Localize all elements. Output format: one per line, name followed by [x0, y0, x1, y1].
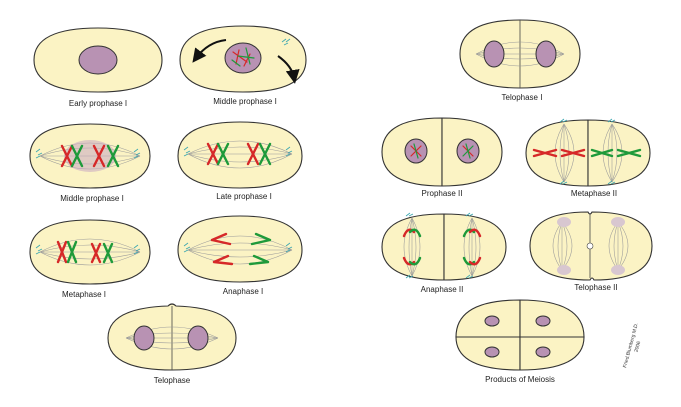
centrosome-icon — [405, 212, 414, 217]
nucleus — [133, 325, 155, 351]
centrosome-icon — [559, 180, 568, 185]
metaphase-1-cell — [29, 219, 151, 285]
label-anaphase-2: Anaphase II — [421, 285, 464, 294]
label-metaphase-2: Metaphase II — [571, 189, 617, 198]
label-middle-prophase-1-b: Middle prophase I — [60, 194, 124, 203]
nucleus — [483, 40, 505, 68]
centrosome-icon — [465, 274, 474, 279]
centrosome-icon — [183, 146, 191, 157]
centrosome-icon — [465, 212, 474, 217]
middle-prophase-1-a-cell — [179, 25, 307, 93]
products-of-meiosis-cells — [455, 299, 585, 371]
centrosome-icon — [405, 274, 414, 279]
anaphase-2-cell — [381, 212, 507, 281]
nucleus — [557, 217, 571, 227]
centrosome-icon — [559, 118, 568, 123]
prophase-2-cell — [381, 117, 503, 187]
author-credit: Fried.Blumberg M.D. 2006 — [622, 322, 643, 368]
nucleus — [484, 346, 500, 358]
nucleus — [611, 217, 625, 227]
nucleus — [535, 40, 557, 68]
label-prophase-2: Prophase II — [422, 189, 463, 198]
early-prophase-1-cell — [33, 27, 163, 93]
centrosome-icon — [281, 38, 291, 46]
centrosome-icon — [285, 242, 293, 253]
late-prophase-1-cell — [177, 121, 303, 189]
centrosome-icon — [607, 118, 616, 123]
label-anaphase-1: Anaphase I — [223, 287, 263, 296]
centrosome-icon — [35, 244, 43, 255]
label-telophase-2: Telophase II — [574, 283, 617, 292]
nucleus — [535, 315, 551, 327]
label-telophase-1: Telophase I — [502, 93, 543, 102]
centrosome-icon — [607, 180, 616, 185]
label-metaphase-1: Metaphase I — [62, 290, 106, 299]
spindle-fibers — [403, 217, 481, 277]
label-products-of-meiosis: Products of Meiosis — [485, 375, 555, 384]
telophase-2-cell — [529, 211, 653, 281]
metaphase-2-cell — [525, 118, 651, 187]
nucleus — [224, 42, 262, 74]
telophase-1-cell — [459, 19, 581, 89]
nucleus — [484, 315, 500, 327]
label-early-prophase-1: Early prophase I — [69, 99, 127, 108]
nucleus — [557, 265, 571, 275]
label-late-prophase-1: Late prophase I — [216, 192, 272, 201]
centrosome-icon — [183, 242, 191, 253]
spindle-fibers — [187, 140, 293, 169]
centrosome-icon — [133, 148, 141, 159]
spindle-fibers — [187, 235, 293, 265]
label-telophase: Telophase — [154, 376, 191, 385]
centrosome-icon — [285, 146, 293, 157]
credit-line-2: 2006 — [634, 340, 643, 353]
arrow-icon — [277, 55, 300, 84]
telophase-cell — [107, 303, 237, 371]
centrosome-icon — [35, 148, 43, 159]
spindle-fibers — [39, 238, 141, 266]
nucleus — [535, 346, 551, 358]
nucleus — [611, 265, 625, 275]
middle-prophase-1-b-cell — [29, 123, 151, 189]
label-middle-prophase-1-a: Middle prophase I — [213, 97, 277, 106]
anaphase-1-cell — [177, 215, 303, 283]
centrosome-icon — [133, 244, 141, 255]
nucleus — [187, 325, 209, 351]
nucleus — [78, 45, 118, 75]
arrow-icon — [192, 39, 227, 63]
